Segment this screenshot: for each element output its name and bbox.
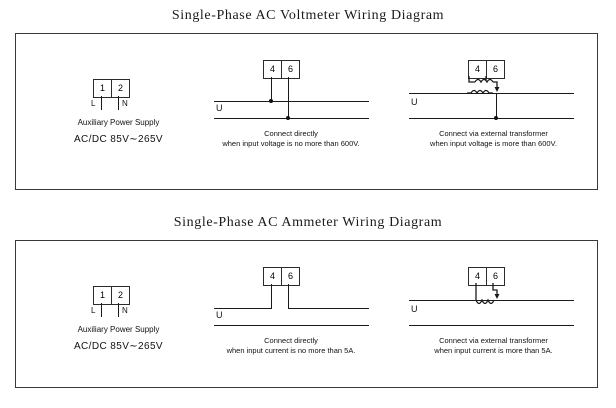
direct-line-label: U [216, 310, 223, 320]
power-supply-label: Auxiliary Power Supply [77, 118, 160, 127]
power-supply-range: AC/DC 85V∼265V [73, 341, 164, 352]
power-wire-n [118, 96, 119, 110]
potential-transformer-icon [467, 76, 500, 95]
transformer-terminal-block: 4 6 [468, 60, 505, 79]
voltmeter-direct-panel: 4 6 U Connect directly when input voltag… [196, 34, 386, 189]
power-wire-l [101, 96, 102, 110]
direct-terminal-block: 4 6 [263, 267, 300, 286]
terminal-4: 4 [264, 268, 282, 285]
voltmeter-frame: 1 2 L N Auxiliary Power Supply AC/DC 85V… [15, 33, 598, 190]
transformer-caption-line1: Connect via external transformer [439, 336, 548, 345]
terminal-2: 2 [117, 290, 123, 300]
direct-drop-wire-6 [288, 77, 289, 119]
power-wire-n [118, 303, 119, 317]
terminal-4: 4 [264, 61, 282, 78]
terminal-6: 6 [492, 271, 498, 281]
direct-line-bottom [214, 118, 369, 119]
terminal-4: 4 [469, 61, 487, 78]
direct-caption-line1: Connect directly [264, 129, 318, 138]
direct-drop-wire-4 [271, 77, 272, 102]
transformer-tie-wire [496, 93, 497, 119]
power-supply-label: Auxiliary Power Supply [77, 325, 160, 334]
pin-label-l: L [91, 99, 96, 108]
power-terminal-block: 1 2 [93, 286, 130, 305]
direct-drop-wire-6 [288, 284, 289, 309]
current-transformer-icon [475, 283, 500, 305]
ammeter-frame: 1 2 L N Auxiliary Power Supply AC/DC 85V… [15, 240, 598, 388]
transformer-line-bottom [409, 118, 574, 119]
power-wire-l [101, 303, 102, 317]
direct-line-top-left [214, 308, 272, 309]
ammeter-direct-panel: 4 6 U Connect directly when input curren… [196, 241, 386, 387]
direct-line-bottom [214, 325, 369, 326]
voltmeter-transformer-panel: 4 6 U Connect via e [391, 34, 596, 189]
terminal-1: 1 [94, 80, 112, 97]
direct-terminal-block: 4 6 [263, 60, 300, 79]
transformer-line-label: U [411, 304, 418, 314]
direct-line-top-right [288, 308, 369, 309]
transformer-caption-line2: when input voltage is more than 600V. [430, 139, 557, 148]
terminal-2: 2 [117, 83, 123, 93]
direct-line-top [214, 101, 369, 102]
direct-caption-line2: when input current is no more than 5A. [226, 346, 356, 355]
terminal-4: 4 [469, 268, 487, 285]
terminal-6: 6 [287, 64, 293, 74]
power-terminal-block: 1 2 [93, 79, 130, 98]
power-supply-range: AC/DC 85V∼265V [73, 134, 164, 145]
direct-drop-wire-4 [271, 284, 272, 309]
direct-junction-top [269, 99, 273, 103]
direct-caption-line1: Connect directly [264, 336, 318, 345]
transformer-caption-line2: when input current is more than 5A. [434, 346, 553, 355]
terminal-1: 1 [94, 287, 112, 304]
transformer-terminal-block: 4 6 [468, 267, 505, 286]
pin-label-n: N [122, 99, 128, 108]
transformer-line-top [409, 93, 574, 94]
transformer-junction [494, 116, 498, 120]
transformer-line-label: U [411, 97, 418, 107]
voltmeter-power-supply-panel: 1 2 L N Auxiliary Power Supply AC/DC 85V… [41, 34, 196, 189]
direct-caption-line2: when input voltage is no more than 600V. [222, 139, 360, 148]
ammeter-section: Single-Phase AC Ammeter Wiring Diagram 1… [0, 210, 616, 408]
direct-junction-bottom [286, 116, 290, 120]
direct-line-label: U [216, 103, 223, 113]
terminal-6: 6 [287, 271, 293, 281]
pin-label-n: N [122, 306, 128, 315]
terminal-6: 6 [492, 64, 498, 74]
ammeter-power-supply-panel: 1 2 L N Auxiliary Power Supply AC/DC 85V… [41, 241, 196, 387]
pin-label-l: L [91, 306, 96, 315]
transformer-line-bottom [409, 325, 574, 326]
transformer-caption-line1: Connect via external transformer [439, 129, 548, 138]
voltmeter-section: Single-Phase AC Voltmeter Wiring Diagram… [15, 8, 598, 190]
transformer-line-top [409, 300, 574, 301]
ammeter-title: Single-Phase AC Ammeter Wiring Diagram [173, 215, 443, 230]
ammeter-transformer-panel: 4 6 U Connect via external transformer w… [391, 241, 596, 387]
voltmeter-title: Single-Phase AC Voltmeter Wiring Diagram [171, 8, 445, 23]
